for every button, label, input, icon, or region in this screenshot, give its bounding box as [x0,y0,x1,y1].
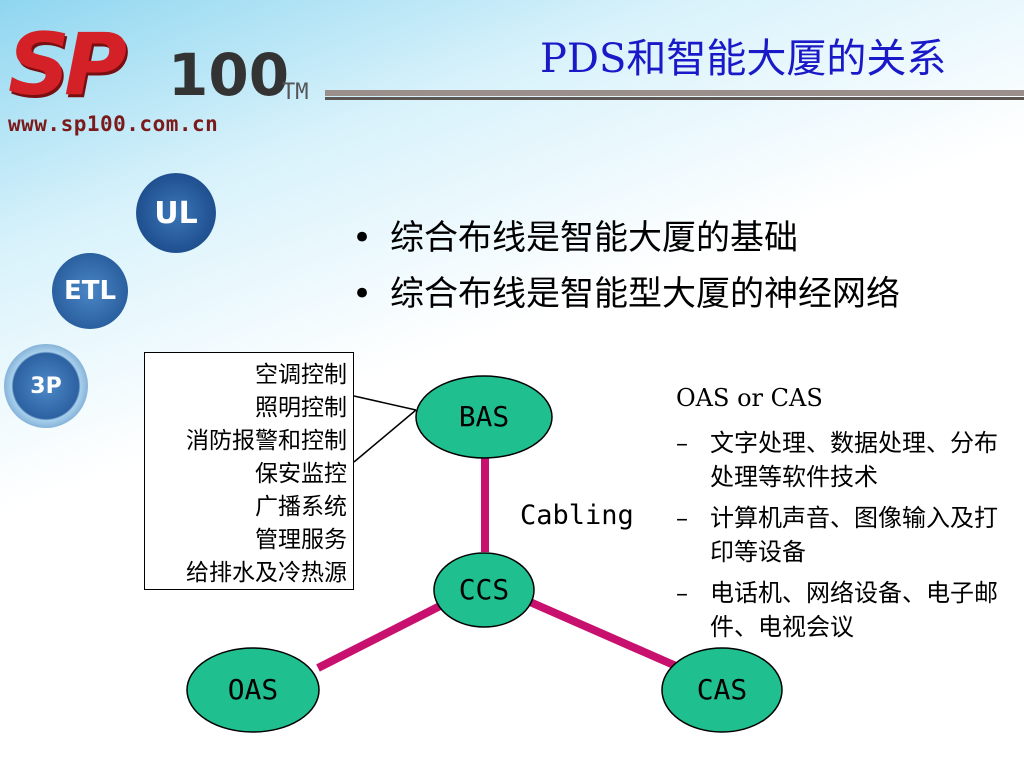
logo-url: www.sp100.com.cn [8,112,219,136]
node-oas-label: OAS [227,673,279,706]
bullet-marker: • [352,218,373,258]
node-oas [186,647,320,733]
node-bas [415,375,553,459]
ul-badge-text: UL [154,195,198,231]
bullet-item: • 综合布线是智能型大厦的神经网络 [352,266,900,322]
etl-badge-text: ETL [63,276,117,306]
dash-marker: – [676,504,688,532]
function-item: 消防报警和控制 [186,428,347,454]
panel-item: –文字处理、数据处理、分布处理等软件技术 [676,426,1006,494]
function-item: 空调控制 [255,362,347,388]
callout-line-bottom [353,409,417,463]
bullet-marker: • [352,274,373,314]
node-cas-label: CAS [696,673,748,706]
node-ccs-label: CCS [458,573,510,606]
logo-sp: SP [8,15,127,115]
function-item: 给排水及冷热源 [186,560,347,586]
edge-ccs-oas [316,602,442,672]
panel-item-text: 文字处理、数据处理、分布处理等软件技术 [710,429,998,491]
edge-label-cabling: Cabling [520,500,634,531]
panel-heading: OAS or CAS [676,384,823,412]
panel-item-text: 计算机声音、图像输入及打印等设备 [710,504,998,566]
ul-badge-icon: UL [136,173,216,253]
title-rule [325,90,1024,96]
panel-item: –计算机声音、图像输入及打印等设备 [676,501,1006,569]
dash-marker: – [676,579,688,607]
page-title: PDS和智能大厦的关系 [540,36,947,82]
bullet-item: • 综合布线是智能大厦的基础 [352,210,900,266]
panel-item-text: 电话机、网络设备、电子邮件、电视会议 [710,579,998,641]
bas-functions-box: 空调控制 照明控制 消防报警和控制 保安监控 广播系统 管理服务 给排水及冷热源 [144,352,354,590]
title-rule-shadow [325,97,1024,100]
callout-line-top [353,395,417,411]
edge-ccs-cas [528,598,678,670]
panel-list: –文字处理、数据处理、分布处理等软件技术 –计算机声音、图像输入及打印等设备 –… [676,426,1006,651]
logo-trademark: TM [282,80,309,105]
logo-number: 100 [168,41,290,109]
function-item: 管理服务 [255,527,347,553]
etl-badge-icon: ETL [52,253,128,329]
third-party-badge-text: 3P [30,373,62,399]
panel-item: –电话机、网络设备、电子邮件、电视会议 [676,576,1006,644]
function-item: 广播系统 [255,494,347,520]
node-bas-label: BAS [458,400,510,433]
dash-marker: – [676,429,688,457]
node-cas [661,647,783,733]
bullet-list: • 综合布线是智能大厦的基础 • 综合布线是智能型大厦的神经网络 [352,210,900,322]
function-item: 保安监控 [255,461,347,487]
bullet-text: 综合布线是智能大厦的基础 [390,218,798,258]
bullet-text: 综合布线是智能型大厦的神经网络 [390,274,900,314]
node-ccs [433,552,535,628]
third-party-badge-icon: 3P [4,344,88,428]
function-item: 照明控制 [255,395,347,421]
